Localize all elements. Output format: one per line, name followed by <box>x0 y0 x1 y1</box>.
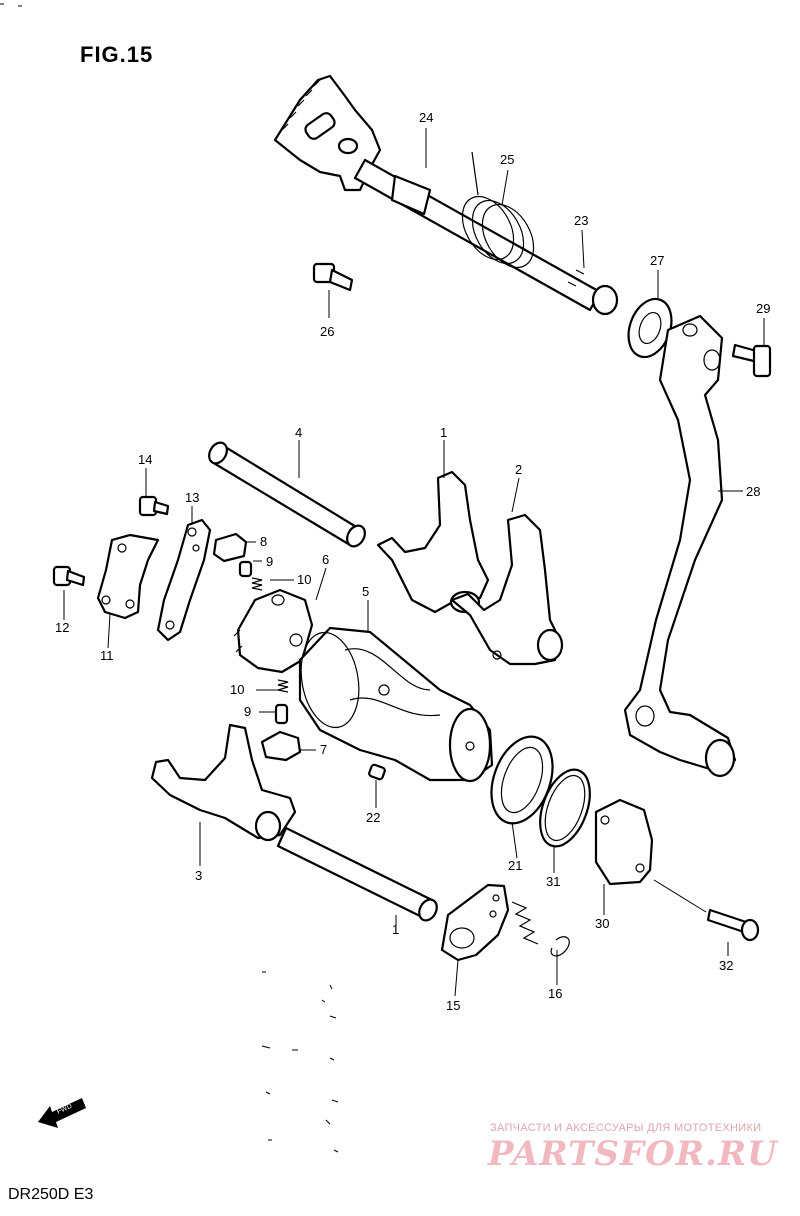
callout-1-upper: 1 <box>440 425 447 440</box>
watermark-tagline: ЗАПЧАСТИ И АКСЕССУАРЫ ДЛЯ МОТОТЕХНИКИ <box>490 1122 762 1134</box>
callout-8: 8 <box>260 534 267 549</box>
callout-9-lower: 9 <box>244 704 251 719</box>
return-spring-25 <box>461 151 535 269</box>
callout-4: 4 <box>295 425 302 440</box>
pin-9-bottom <box>274 703 289 725</box>
callout-9-upper: 9 <box>266 554 273 569</box>
cam-stopper-6 <box>233 588 314 674</box>
callout-7: 7 <box>320 742 327 757</box>
callout-22: 22 <box>366 810 380 825</box>
cam-driven-gear-arm-15 <box>440 883 510 962</box>
callout-13: 13 <box>185 490 199 505</box>
callout-10-upper: 10 <box>297 572 311 587</box>
figure-title: FIG.15 <box>80 42 154 67</box>
spring-10-top <box>251 577 263 591</box>
stopper-bolt-26 <box>312 262 354 292</box>
leader-lines <box>63 128 765 997</box>
callout-21: 21 <box>508 858 522 873</box>
callout-30: 30 <box>595 916 609 931</box>
pawl-7 <box>260 730 302 762</box>
callout-15: 15 <box>446 998 460 1013</box>
stopper-plate-11 <box>96 533 160 620</box>
callout-31: 31 <box>546 874 560 889</box>
callout-3: 3 <box>195 868 202 883</box>
shift-fork-2 <box>450 513 564 666</box>
callout-24: 24 <box>419 110 433 125</box>
pin-9-top <box>238 560 253 578</box>
fwd-arrow-icon: FWD <box>38 1098 86 1128</box>
callout-26: 26 <box>320 324 334 339</box>
pin-22 <box>368 763 386 781</box>
callout-23: 23 <box>574 213 588 228</box>
lever-bolt-29 <box>731 343 772 378</box>
shift-fork-1 <box>376 470 490 614</box>
gearshift-cam-5 <box>298 626 494 783</box>
screw-12 <box>52 565 86 587</box>
callout-11: 11 <box>100 648 114 663</box>
callout-6: 6 <box>322 552 329 567</box>
callout-10-lower: 10 <box>230 682 244 697</box>
fork-shaft-4 <box>208 441 366 548</box>
screw-14 <box>138 495 170 517</box>
callout-27: 27 <box>650 253 664 268</box>
screw-32 <box>706 908 760 942</box>
callout-labels: 24 25 23 27 29 26 4 1 2 14 13 28 8 9 10 … <box>55 110 770 1013</box>
o-ring-31 <box>539 768 591 848</box>
callout-12: 12 <box>55 620 69 635</box>
callout-16: 16 <box>548 986 562 1001</box>
watermark-logo: PARTSFOR.RU <box>488 1134 778 1174</box>
callout-29: 29 <box>756 301 770 316</box>
model-code: DR250D E3 <box>8 1186 94 1203</box>
pin-8 <box>212 532 248 563</box>
callout-1-lower: 1 <box>392 922 399 937</box>
scan-artifacts <box>0 3 339 1153</box>
gearshift-lever-28 <box>623 314 737 778</box>
callout-2: 2 <box>515 462 522 477</box>
callout-5: 5 <box>362 584 369 599</box>
callout-32: 32 <box>719 958 733 973</box>
fork-shaft-1-lower <box>276 826 438 922</box>
gearshift-shaft-24 <box>273 74 619 316</box>
cover-30 <box>594 798 654 886</box>
callout-14: 14 <box>138 452 152 467</box>
shift-fork-3 <box>150 723 297 842</box>
spring-16 <box>511 901 570 957</box>
plate-13 <box>156 518 212 642</box>
callout-25: 25 <box>500 152 514 167</box>
spring-10-bottom <box>277 679 289 693</box>
callout-28: 28 <box>746 484 760 499</box>
